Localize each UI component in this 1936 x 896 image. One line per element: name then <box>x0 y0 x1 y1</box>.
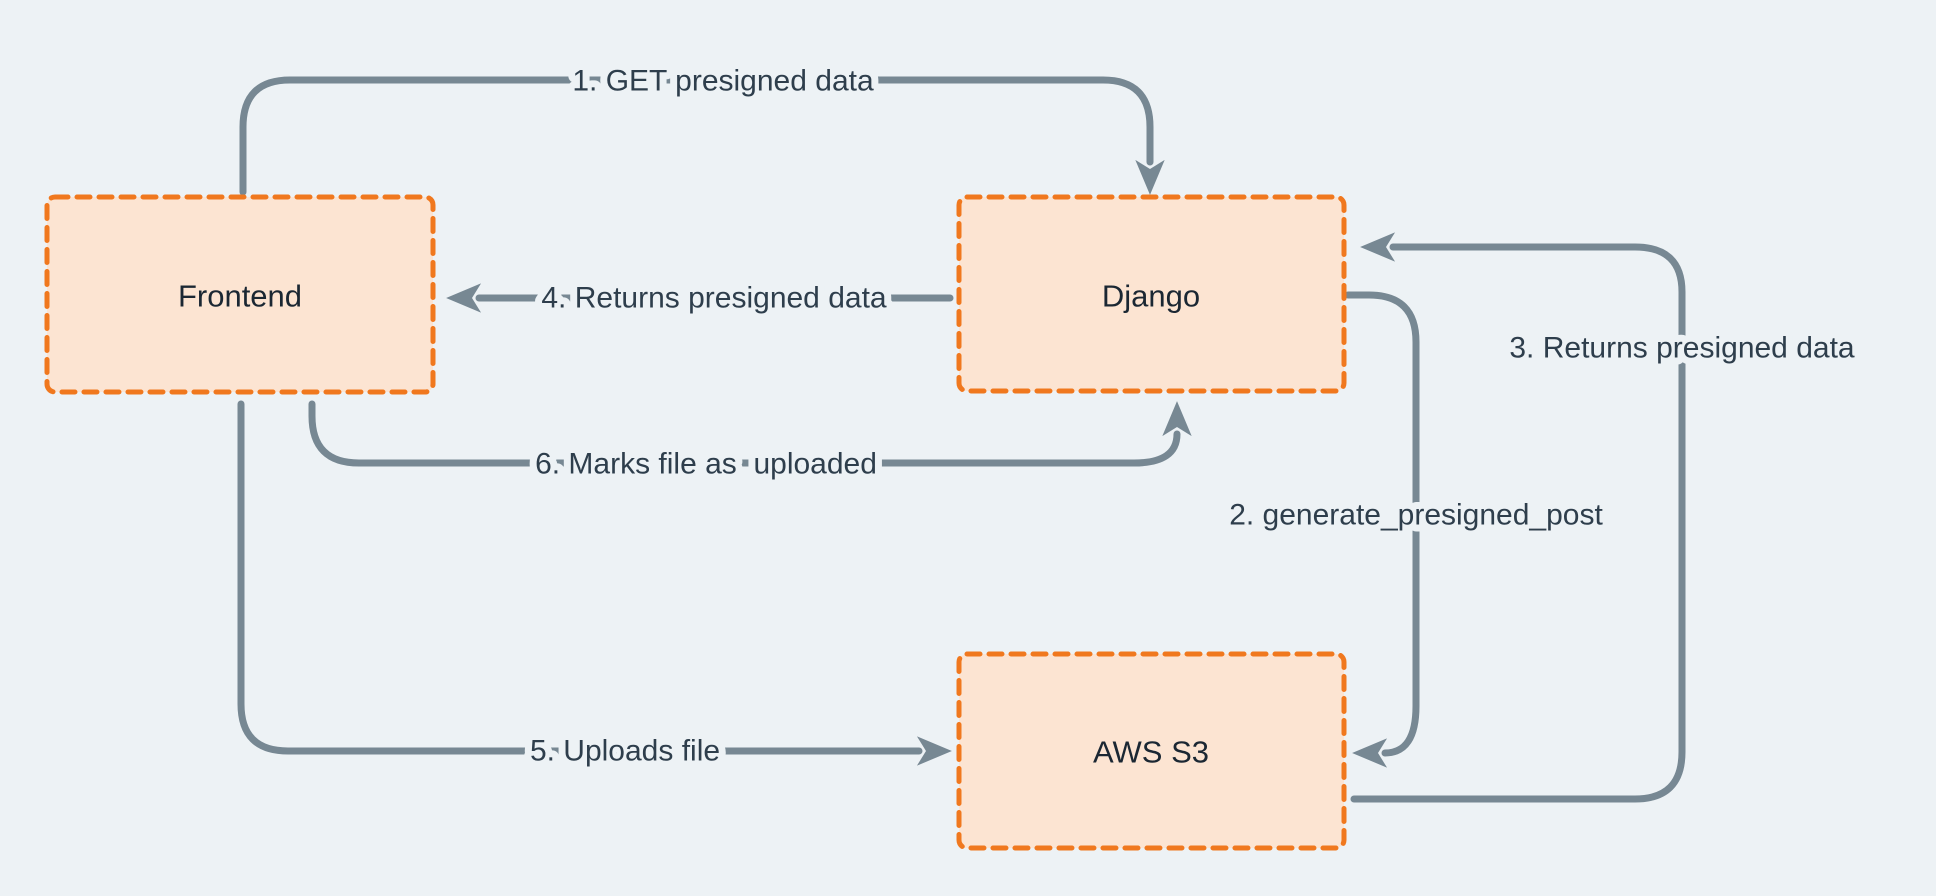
edge-4-label: 4. Returns presigned data <box>541 282 887 315</box>
edge-2-label: 2. generate_presigned_post <box>1229 499 1603 532</box>
frontend-label: Frontend <box>178 279 302 314</box>
edge-5-label: 5. Uploads file <box>530 735 720 768</box>
node-django: Django <box>956 194 1347 394</box>
aws-s3-box <box>956 651 1347 851</box>
django-label: Django <box>1102 279 1200 314</box>
node-aws-s3: AWS S3 <box>956 651 1347 851</box>
edge-1-get-presigned-path <box>239 76 1165 196</box>
aws-s3-label: AWS S3 <box>1093 735 1209 770</box>
edge-3-label: 3. Returns presigned data <box>1509 332 1855 365</box>
edge-6-marks-uploaded-path <box>308 400 1192 467</box>
edge-1-label: 1. GET presigned data <box>572 65 874 98</box>
edge-5-uploads-file-path <box>237 400 952 766</box>
edge-3-returns-presigned-path <box>1350 232 1686 803</box>
node-frontend: Frontend <box>44 194 436 395</box>
frontend-box <box>44 194 436 395</box>
edge-2-generate-presigned-post-path <box>1344 291 1420 768</box>
edge-6-label: 6. Marks file as uploaded <box>535 448 877 481</box>
django-box <box>956 194 1347 394</box>
